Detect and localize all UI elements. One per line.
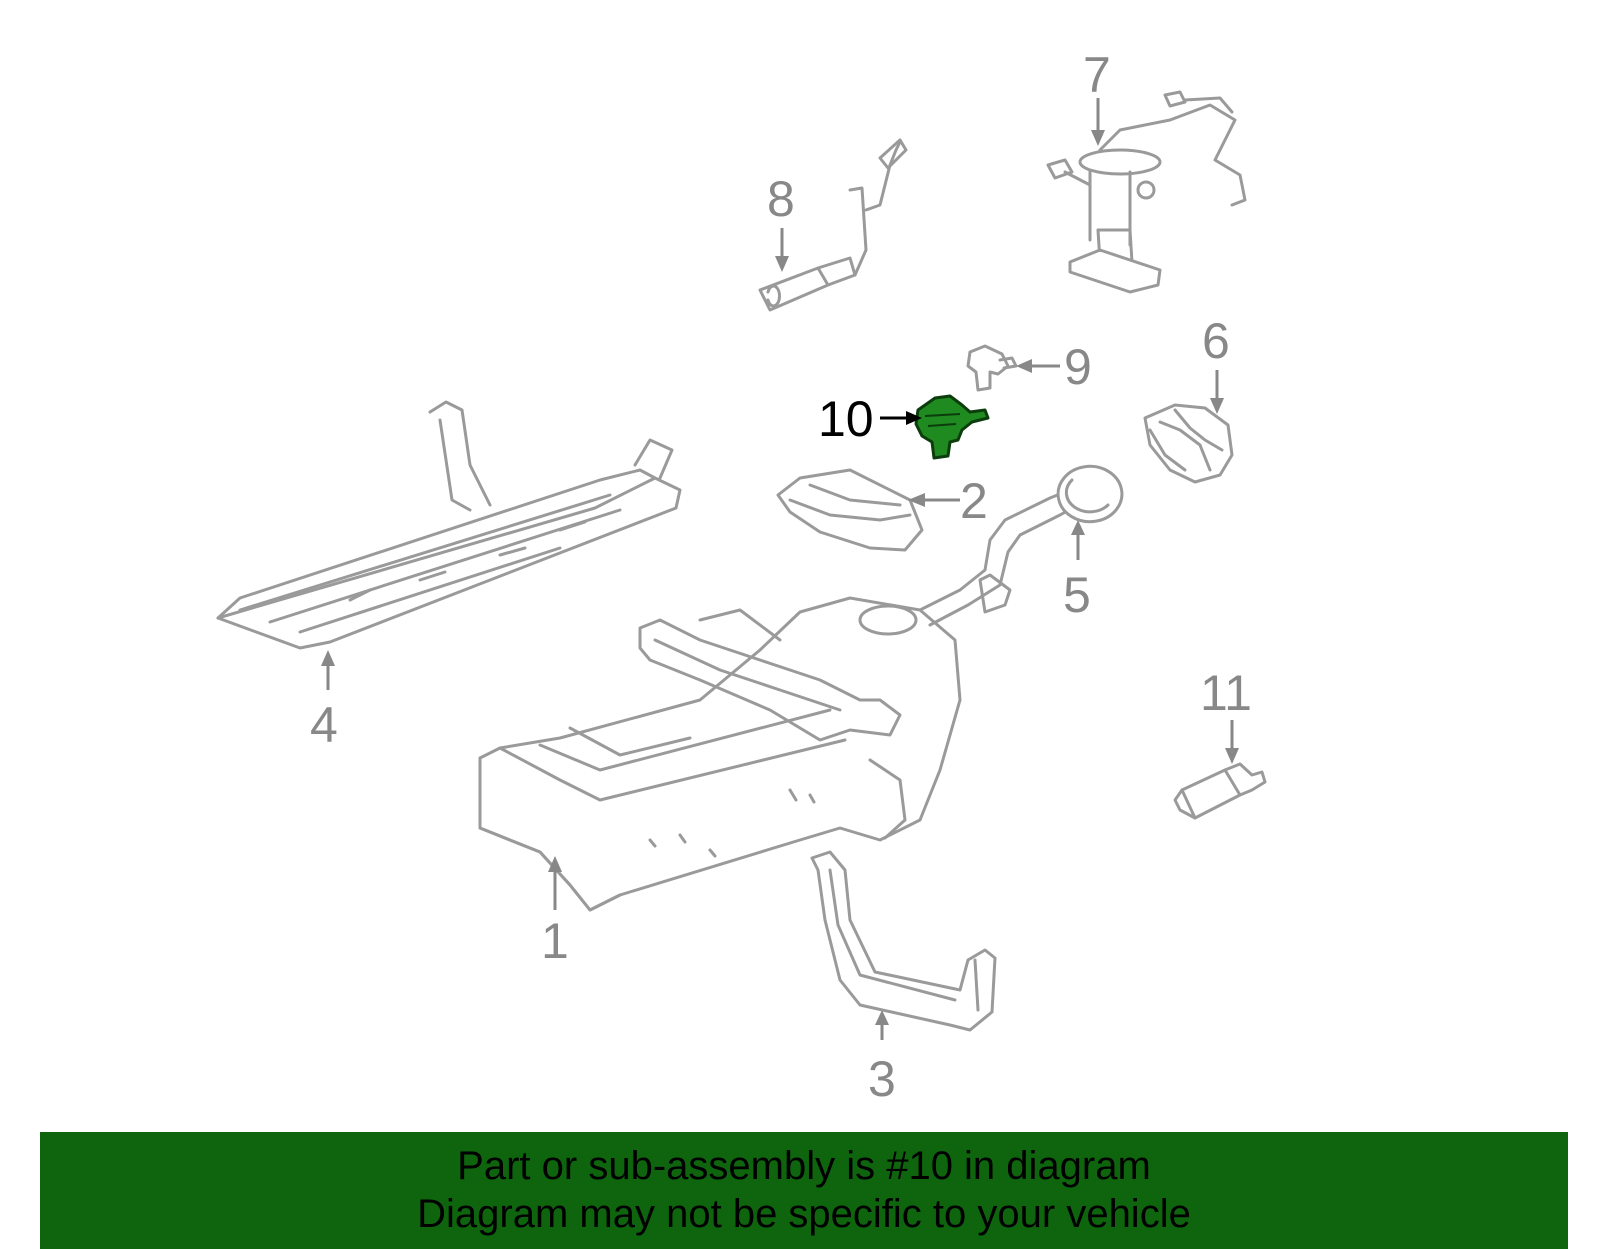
callout-8: 8 bbox=[767, 171, 795, 227]
callout-3: 3 bbox=[868, 1051, 896, 1107]
info-banner: Part or sub-assembly is #10 in diagram D… bbox=[40, 1132, 1568, 1249]
part-10-vent-valve[interactable] bbox=[914, 394, 990, 460]
part-3-strap[interactable] bbox=[810, 850, 997, 1032]
callout-arrows bbox=[321, 98, 1239, 1040]
callout-6: 6 bbox=[1202, 313, 1230, 369]
part-8-sending-unit[interactable] bbox=[758, 138, 908, 312]
part-5-filler-neck[interactable] bbox=[918, 464, 1124, 627]
callout-9: 9 bbox=[1064, 339, 1092, 395]
part-7-fuel-pump-module[interactable] bbox=[1046, 90, 1247, 294]
callout-10: 10 bbox=[818, 391, 874, 447]
banner-disclaimer: Diagram may not be specific to your vehi… bbox=[417, 1192, 1191, 1236]
callout-2: 2 bbox=[960, 473, 988, 529]
part-6-fuel-cap[interactable] bbox=[1143, 403, 1234, 484]
part-2-shield[interactable] bbox=[776, 468, 924, 552]
callout-labels: 1 2 3 4 5 6 7 8 9 10 11 bbox=[310, 47, 1252, 1107]
part-4-skid-plate[interactable] bbox=[216, 400, 682, 650]
part-1-fuel-tank[interactable] bbox=[478, 596, 962, 912]
callout-4: 4 bbox=[310, 697, 338, 753]
part-9-valve[interactable] bbox=[966, 344, 1018, 392]
parts-diagram: 1 2 3 4 5 6 7 8 9 10 11 bbox=[216, 47, 1267, 1107]
banner-part-note: Part or sub-assembly is #10 in diagram bbox=[457, 1144, 1151, 1188]
callout-11: 11 bbox=[1200, 665, 1252, 721]
part-11-fuel-filter[interactable] bbox=[1173, 762, 1267, 820]
callout-5: 5 bbox=[1063, 567, 1091, 623]
callout-7: 7 bbox=[1083, 47, 1111, 103]
callout-1: 1 bbox=[541, 913, 569, 969]
